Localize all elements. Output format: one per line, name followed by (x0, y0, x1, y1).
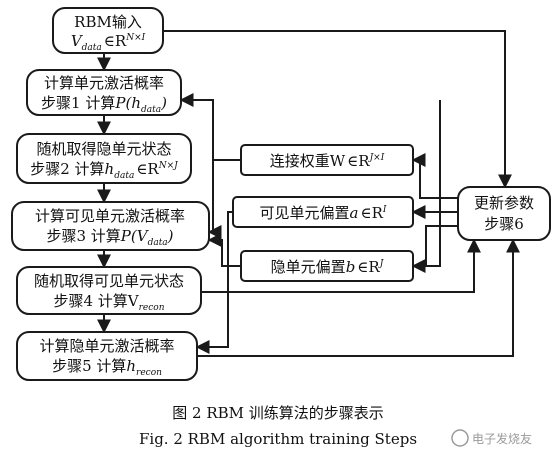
node-step4: 随机取得可见单元状态 步骤4 计算Vrecon (16, 266, 202, 315)
rbm-input-formula: Vdata∈RN×I (71, 32, 146, 53)
step5-title: 计算隐单元激活概率 (39, 337, 174, 355)
weights-label: 连接权重W∈RJ×I (270, 152, 385, 170)
update-title: 更新参数 (474, 194, 534, 212)
step1-title: 计算单元激活概率 (44, 74, 164, 92)
node-weights: 连接权重W∈RJ×I (240, 144, 414, 176)
edges (97, 30, 520, 357)
edge-weights-to-step1 (179, 93, 241, 161)
edge-weights-to-step3 (207, 160, 222, 239)
visible-bias-label: 可见单元偏置a∈RI (260, 204, 387, 222)
node-step2: 随机取得隐单元状态 步骤2 计算hdata∈RN×J (16, 133, 192, 184)
step5-formula: 步骤5 计算hrecon (52, 357, 162, 378)
step4-formula: 步骤4 计算Vrecon (53, 292, 164, 313)
node-step5: 计算隐单元激活概率 步骤5 计算hrecon (16, 331, 198, 381)
node-step1: 计算单元激活概率 步骤1 计算P(hdata) (26, 69, 182, 116)
edge-input-to-update (163, 30, 512, 189)
watermark-text: 电子发烧友 (472, 431, 532, 446)
node-visible-bias: 可见单元偏置a∈RI (232, 196, 414, 228)
watermark: 电子发烧友 (451, 429, 532, 447)
node-step3: 计算可见单元激活概率 步骤3 计算P(Vdata) (11, 201, 210, 251)
edge-visible-bias-to-step5 (195, 211, 233, 354)
step2-formula: 步骤2 计算hdata∈RN×J (30, 160, 179, 181)
update-step: 步骤6 (484, 215, 524, 233)
edge-update-to-weights (411, 153, 458, 199)
step4-title: 随机取得可见单元状态 (34, 272, 184, 290)
step2-title: 随机取得隐单元状态 (36, 140, 171, 158)
node-rbm-input: RBM输入 Vdata∈RN×I (52, 7, 164, 54)
node-hidden-bias: 隐单元偏置b∈RJ (240, 250, 414, 282)
node-update: 更新参数 步骤6 (457, 186, 551, 241)
step3-formula: 步骤3 计算P(Vdata) (46, 227, 173, 248)
edge-step4-to-update (201, 238, 481, 293)
edge-step5-to-update (197, 238, 520, 357)
edge-hidden-bias-to-step3 (207, 233, 241, 267)
edge-update-to-hidden-bias (411, 225, 458, 273)
caption-zh: 图 2 RBM 训练算法的步骤表示 (172, 404, 384, 422)
caption-en: Fig. 2 RBM algorithm training Steps (139, 430, 417, 448)
step3-title: 计算可见单元激活概率 (35, 207, 185, 225)
step1-formula: 步骤1 计算P(hdata) (41, 94, 167, 115)
rbm-input-title: RBM输入 (74, 13, 142, 31)
hidden-bias-label: 隐单元偏置b∈RJ (271, 258, 385, 276)
